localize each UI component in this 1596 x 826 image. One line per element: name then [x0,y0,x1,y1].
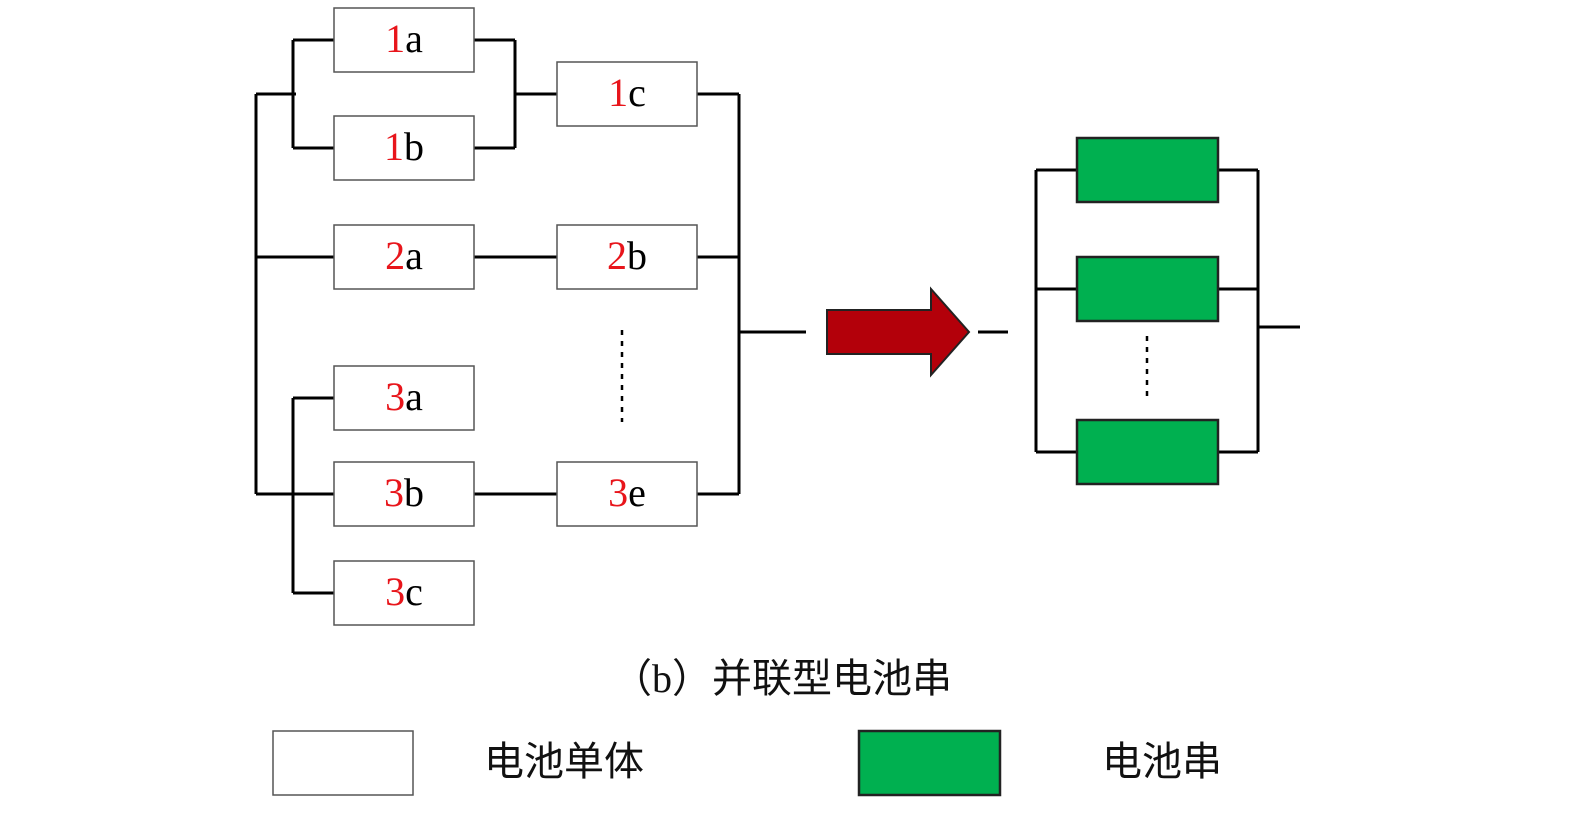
cell-letter: a [405,233,423,278]
cell-letter: a [405,16,423,61]
svg-text:1c: 1c [608,70,646,115]
cell-number: 2 [607,233,627,278]
legend: 电池单体 电池串 [272,729,1222,797]
cell-number: 2 [385,233,405,278]
right-arrow-icon [826,286,971,378]
battery-string-3 [1075,418,1220,486]
battery-cell-1a: 1a [333,7,475,73]
cell-letter: a [405,374,423,419]
battery-string-2 [1075,255,1220,323]
svg-text:1a: 1a [385,16,423,61]
svg-text:1b: 1b [384,124,424,169]
battery-cell-3b: 3b [333,461,475,527]
cell-number: 3 [608,470,628,515]
legend-cell-label: 电池单体 [484,739,644,784]
cell-number: 1 [608,70,628,115]
battery-string-1 [1075,136,1220,204]
legend-cell-swatch [272,730,414,796]
svg-text:3c: 3c [385,569,423,614]
battery-cell-2a: 2a [333,224,475,290]
cell-letter: b [627,233,647,278]
battery-cell-3a: 3a [333,365,475,431]
svg-text:3e: 3e [608,470,646,515]
legend-string-label: 电池串 [1102,739,1222,784]
cell-letter: c [405,569,423,614]
battery-cell-2b: 2b [556,224,698,290]
cell-letter: e [628,470,646,515]
cell-number: 3 [385,569,405,614]
cell-number: 3 [385,374,405,419]
battery-cell-3e: 3e [556,461,698,527]
battery-cell-1c: 1c [556,61,698,127]
legend-string-swatch [857,729,1002,797]
cell-number: 1 [385,16,405,61]
cell-number: 1 [384,124,404,169]
cell-letter: b [404,124,424,169]
right-circuit [1034,136,1300,486]
svg-text:2a: 2a [385,233,423,278]
svg-text:3a: 3a [385,374,423,419]
left-circuit: 1a 1b 1c 2a 2b 3a 3b 3c [254,7,806,626]
svg-text:3b: 3b [384,470,424,515]
battery-cell-1b: 1b [333,115,475,181]
battery-cell-3c: 3c [333,560,475,626]
cell-letter: b [404,470,424,515]
diagram-caption: （b）并联型电池串 [612,656,952,701]
svg-text:2b: 2b [607,233,647,278]
cell-number: 3 [384,470,404,515]
cell-letter: c [628,70,646,115]
